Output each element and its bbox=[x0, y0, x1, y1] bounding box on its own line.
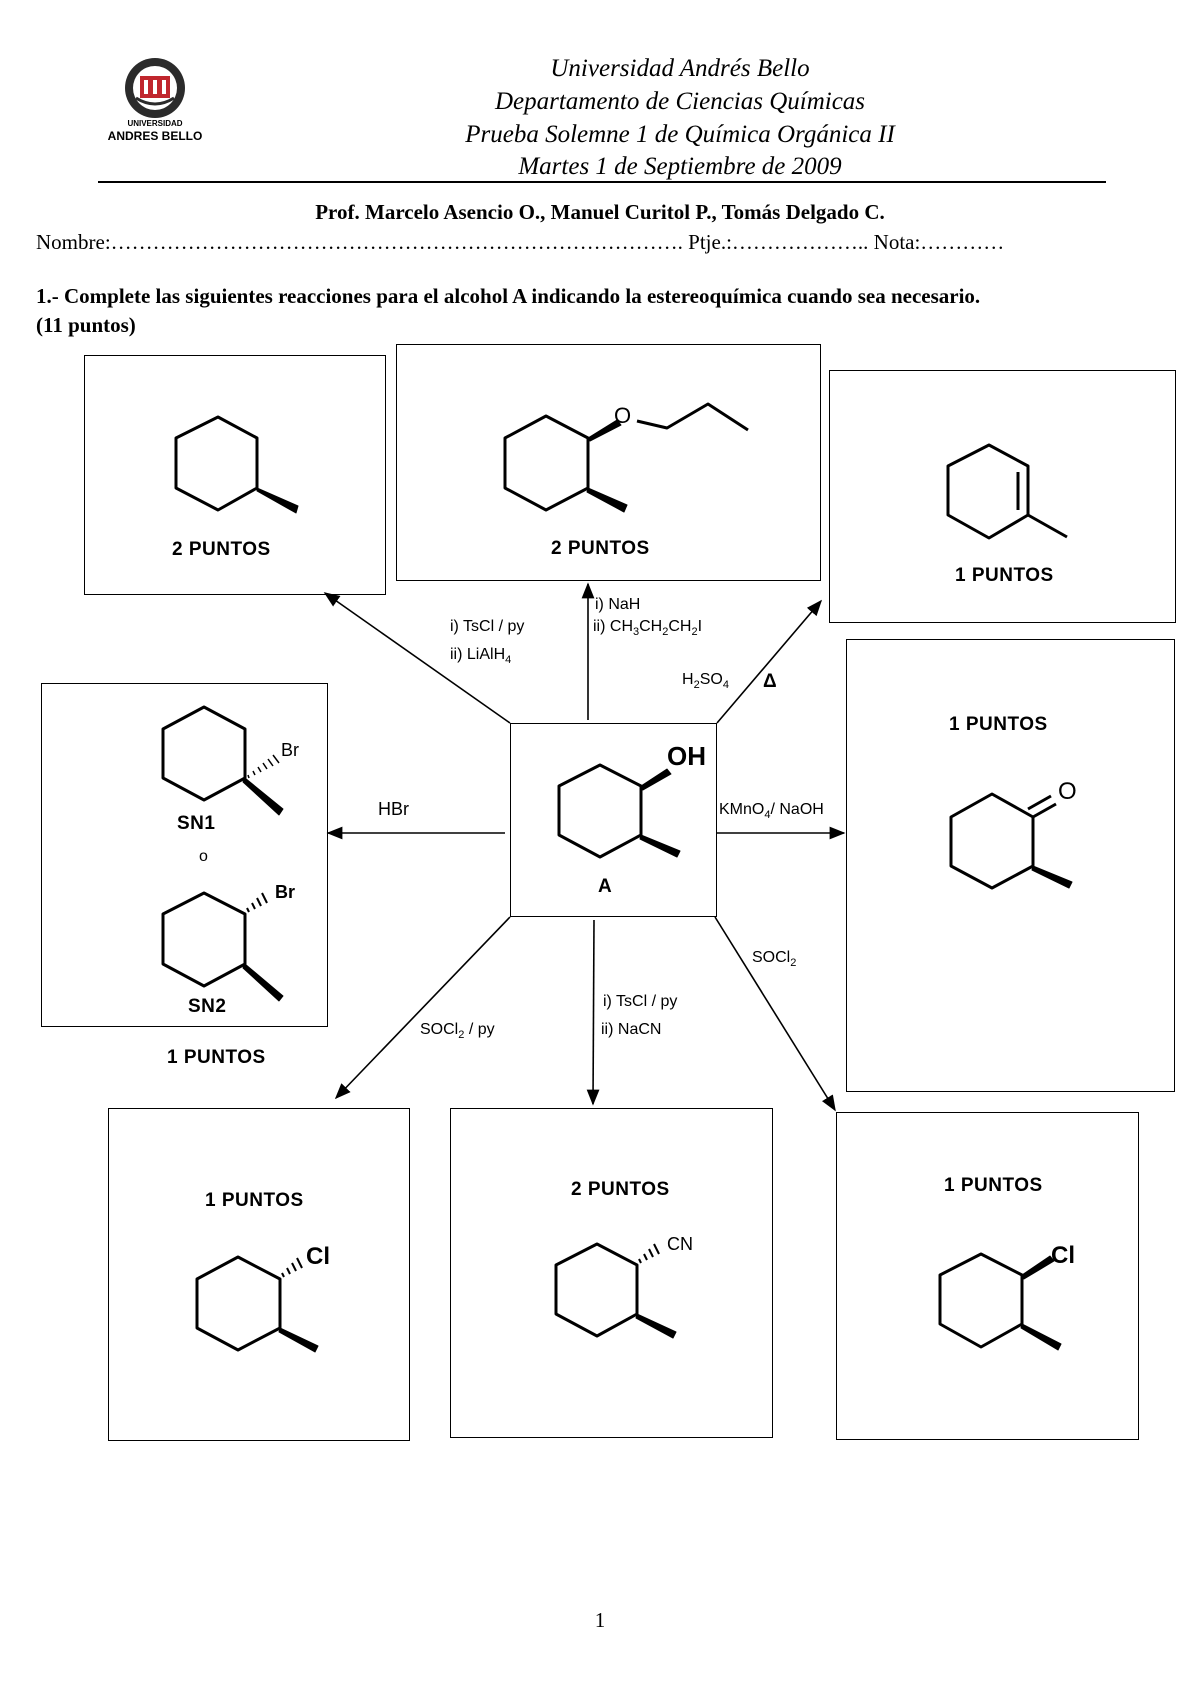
sn1-label: SN1 bbox=[177, 813, 216, 834]
nitrile-structure bbox=[554, 1242, 677, 1339]
box-top-center bbox=[396, 344, 821, 581]
reagent-h2so4: H2SO4 bbox=[682, 671, 729, 692]
university-logo: UNIVERSIDAD ANDRES BELLO bbox=[100, 50, 210, 150]
box-bottom-left bbox=[108, 1108, 410, 1441]
arrow-to-bottom-left bbox=[334, 916, 511, 1100]
logo-emblem-icon bbox=[125, 58, 185, 118]
points-left: 1 PUNTOS bbox=[167, 1047, 266, 1068]
box-top-right bbox=[829, 370, 1176, 623]
points-bottom-left: 1 PUNTOS bbox=[205, 1190, 304, 1211]
sn1-bromide-structure bbox=[161, 705, 284, 816]
sn2-br-label: Br bbox=[275, 882, 296, 902]
header-date: Martes 1 de Septiembre de 2009 bbox=[518, 153, 842, 180]
arrow-to-top-left bbox=[323, 592, 511, 724]
nitrile-label: CN bbox=[667, 1234, 693, 1254]
alcohol-A-structure bbox=[557, 763, 681, 859]
points-top-right: 1 PUNTOS bbox=[955, 565, 1054, 586]
ether-oxygen-label: O bbox=[614, 403, 632, 428]
reagent-nah: i) NaH bbox=[595, 596, 641, 613]
ether-structure bbox=[503, 402, 749, 513]
methylcyclohexene-structure bbox=[946, 443, 1068, 540]
logo-text-top: UNIVERSIDAD bbox=[127, 119, 183, 128]
compound-A-label: A bbox=[598, 876, 613, 897]
hydroxyl-label: OH bbox=[667, 741, 706, 771]
box-center-A bbox=[510, 723, 717, 917]
sn2-label: SN2 bbox=[188, 996, 227, 1017]
reagent-hbr: HBr bbox=[378, 799, 409, 819]
box-right bbox=[846, 639, 1175, 1092]
question-text: 1.- Complete las siguientes reacciones p… bbox=[36, 284, 981, 308]
page-number: 1 bbox=[594, 1608, 606, 1632]
ketone-structure bbox=[949, 792, 1073, 890]
box-top-left bbox=[84, 355, 386, 595]
sn2-bromide-structure bbox=[161, 891, 284, 1002]
chloride-dashed-structure bbox=[195, 1255, 319, 1353]
arrow-to-bottom-center bbox=[586, 919, 600, 1106]
chloride-wedge-structure bbox=[938, 1252, 1062, 1351]
ketone-oxygen-label: O bbox=[1058, 778, 1077, 805]
reagent-tscl-py-top: i) TsCl / py bbox=[450, 618, 525, 635]
question-points: (11 puntos) bbox=[36, 313, 136, 337]
professors-line: Prof. Marcelo Asencio O., Manuel Curitol… bbox=[315, 200, 885, 224]
reagent-socl2-py: SOCl2 / py bbox=[420, 1021, 495, 1042]
reagent-tscl-py-bottom: i) TsCl / py bbox=[603, 993, 678, 1010]
sn1-br-label: Br bbox=[281, 740, 299, 760]
header-divider bbox=[98, 181, 1106, 183]
header-university: Universidad Andrés Bello bbox=[550, 55, 810, 82]
chloride-label-bottom-left: Cl bbox=[306, 1243, 330, 1270]
methylcyclohexane-structure bbox=[174, 415, 299, 514]
box-bottom-right bbox=[836, 1112, 1139, 1440]
chloride-label-bottom-right: Cl bbox=[1051, 1242, 1075, 1269]
points-bottom-center: 2 PUNTOS bbox=[571, 1179, 670, 1200]
points-bottom-right: 1 PUNTOS bbox=[944, 1175, 1043, 1196]
arrow-to-bottom-right bbox=[714, 916, 836, 1112]
header-exam: Prueba Solemne 1 de Química Orgánica II bbox=[465, 121, 895, 148]
header-department: Departamento de Ciencias Químicas bbox=[494, 88, 866, 115]
box-bottom-center bbox=[450, 1108, 773, 1438]
reagent-lialh4: ii) LiAlH4 bbox=[450, 646, 512, 667]
reagent-nacn: ii) NaCN bbox=[601, 1021, 662, 1038]
points-top-center: 2 PUNTOS bbox=[551, 538, 650, 559]
points-top-left: 2 PUNTOS bbox=[172, 539, 271, 560]
logo-text-bottom: ANDRES BELLO bbox=[107, 129, 203, 143]
points-right: 1 PUNTOS bbox=[949, 714, 1048, 735]
reagent-ethyl-iodide: ii) CH3CH2CH2I bbox=[593, 618, 703, 639]
reagent-socl2: SOCl2 bbox=[752, 949, 797, 970]
reagent-kmno4-naoh: KMnO4/ NaOH bbox=[719, 801, 824, 822]
or-label: o bbox=[199, 848, 208, 865]
reagent-heat-delta: Δ bbox=[763, 671, 777, 692]
box-left bbox=[41, 683, 328, 1027]
name-score-fields: Nombre:………………………………………………………………………. Ptje… bbox=[36, 230, 1005, 254]
arrow-to-top-right bbox=[716, 599, 823, 724]
question-1: 1.- Complete las siguientes reacciones p… bbox=[36, 282, 1176, 340]
